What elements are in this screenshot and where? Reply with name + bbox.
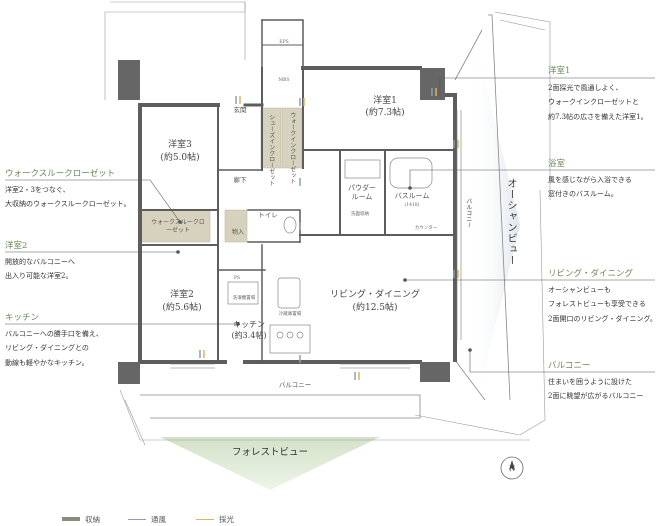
room-entrance: 玄関 bbox=[233, 106, 247, 114]
ann-w2-line: 開放的なバルコニーへ bbox=[5, 258, 75, 266]
east-balcony bbox=[454, 14, 511, 401]
ann-bal-body: 住まいを囲うように設けた 2面に眺望が広がるバルコニー bbox=[548, 375, 643, 404]
ann-kitchen-body: バルコニーへの勝手口を備え、 リビング・ダイニングとの 動線も軽やかなキッチン。 bbox=[5, 327, 103, 370]
room-western1-name: 洋室1 bbox=[373, 96, 397, 106]
room-bath: バスルーム bbox=[394, 192, 430, 200]
ann-bal-line: 住まいを囲うように設けた bbox=[548, 378, 632, 386]
room-western3-name: 洋室3 bbox=[168, 140, 192, 150]
south-balcony bbox=[140, 394, 421, 419]
ann-bath-line: 風を感じながら入浴できる bbox=[548, 176, 632, 184]
compass-icon bbox=[500, 456, 524, 480]
room-shoes-closet: シューズインクローゼット bbox=[267, 114, 275, 186]
room-washing-machine: 洗濯機置場 bbox=[232, 296, 256, 301]
ann-w1-title: 洋室1 bbox=[548, 66, 571, 76]
room-western3-size: (約5.0帖) bbox=[160, 153, 200, 163]
room-bath-size: (1418) bbox=[404, 203, 420, 208]
room-western2-size: (約5.6帖) bbox=[162, 303, 202, 313]
ocean-view-wedge bbox=[470, 20, 520, 430]
legend-ventilation: 通風 bbox=[128, 514, 166, 524]
legend-storage-swatch bbox=[62, 517, 80, 521]
room-fridge: 冷蔵庫置場 bbox=[278, 312, 302, 317]
storage-areas bbox=[139, 107, 303, 243]
ann-w1-line: 2面採光で風通しよく、 bbox=[548, 84, 623, 92]
room-western1-size: (約7.3帖) bbox=[365, 108, 405, 118]
east-balcony-label: バルコニー bbox=[464, 198, 472, 228]
legend-ventilation-label: 通風 bbox=[151, 514, 166, 524]
legend-lighting-swatch bbox=[196, 518, 214, 520]
ocean-view-label: オーシャンビュー bbox=[505, 178, 516, 266]
ann-ld-title: リビング・ダイニング bbox=[548, 269, 634, 279]
compass-label: N bbox=[509, 465, 516, 473]
legend-lighting: 採光 bbox=[196, 514, 234, 524]
site-boundary bbox=[104, 1, 551, 446]
ann-wtc-line: 洋室2・3をつなぐ、 bbox=[5, 186, 70, 194]
windows bbox=[170, 110, 462, 369]
ann-bath-title: 浴室 bbox=[548, 159, 566, 169]
ann-ld-line: 2面開口のリビング・ダイニング。 bbox=[548, 314, 657, 323]
room-wic: ウォークインクローゼット bbox=[288, 112, 296, 184]
room-ps1: PS bbox=[233, 276, 241, 281]
ann-wtc-body: 洋室2・3をつなぐ、 大収納のウォークスルークローゼット。 bbox=[5, 183, 131, 212]
legend-ventilation-swatch bbox=[128, 518, 146, 520]
ann-w1-line: ウォークインクローゼットと bbox=[548, 98, 639, 107]
room-mbs: MBS bbox=[278, 78, 290, 83]
room-kitchen-name: キッチン bbox=[233, 320, 265, 329]
ann-wtc-line: 大収納のウォークスルークローゼット。 bbox=[5, 200, 131, 209]
ann-ld-line: フォレストビューも享受できる bbox=[548, 300, 646, 309]
south-balcony-label: バルコニー bbox=[278, 381, 312, 389]
ann-wtc-title: ウォークスルークローゼット bbox=[5, 169, 116, 179]
ann-bal-title: バルコニー bbox=[548, 361, 591, 371]
ann-w2-line: 出入り可能な洋室2。 bbox=[5, 272, 73, 281]
ann-bal-line: 2面に眺望が広がるバルコニー bbox=[548, 392, 644, 401]
ann-w1-body: 2面採光で風通しよく、 ウォークインクローゼットと 約7.3帖の広さを備えた洋室… bbox=[548, 81, 648, 124]
legend-storage-label: 収納 bbox=[85, 514, 100, 524]
ann-w2-title: 洋室2 bbox=[5, 241, 28, 251]
room-living-size: (約12.5帖) bbox=[352, 303, 398, 313]
lighting-markers bbox=[203, 88, 459, 380]
ann-kitchen-line: 動線も軽やかなキッチン。 bbox=[5, 358, 89, 367]
room-counter: カウンター bbox=[414, 226, 438, 231]
room-kitchen-size: (約3.4帖) bbox=[231, 331, 267, 340]
forest-view-label: フォレストビュー bbox=[231, 447, 309, 458]
ann-bath-line: 窓付きのバスルーム。 bbox=[548, 190, 618, 199]
room-walkthrough-closet: ウォークスルークローゼット bbox=[151, 219, 205, 234]
ann-bath-body: 風を感じながら入浴できる 窓付きのバスルーム。 bbox=[548, 173, 632, 202]
ann-ld-line: オーシャンビューも bbox=[548, 286, 611, 294]
room-eps: EPS bbox=[279, 40, 289, 45]
room-linen: 洗面収納 bbox=[351, 212, 369, 217]
legend-storage: 収納 bbox=[62, 514, 100, 524]
ann-kitchen-line: リビング・ダイニングとの bbox=[5, 344, 89, 353]
room-western2-name: 洋室2 bbox=[170, 290, 194, 300]
ann-ld-body: オーシャンビューも フォレストビューも享受できる 2面開口のリビング・ダイニング… bbox=[548, 283, 657, 326]
leader-lines bbox=[5, 77, 655, 373]
room-storage: 物入 bbox=[231, 229, 245, 236]
room-powder: パウダールーム bbox=[348, 184, 376, 202]
ann-w2-body: 開放的なバルコニーへ 出入り可能な洋室2。 bbox=[5, 255, 75, 284]
ann-kitchen-line: バルコニーへの勝手口を備え、 bbox=[5, 330, 103, 338]
room-living-name: リビング・ダイニング bbox=[329, 290, 421, 300]
legend-lighting-label: 採光 bbox=[219, 514, 234, 524]
room-toilet: トイレ bbox=[258, 211, 278, 219]
room-corridor: 廊下 bbox=[233, 176, 247, 184]
ann-kitchen-title: キッチン bbox=[5, 313, 40, 323]
ann-w1-line: 約7.3帖の広さを備えた洋室1。 bbox=[548, 112, 648, 121]
ventilation-markers bbox=[199, 88, 455, 380]
forest-view-wedge bbox=[160, 437, 380, 490]
